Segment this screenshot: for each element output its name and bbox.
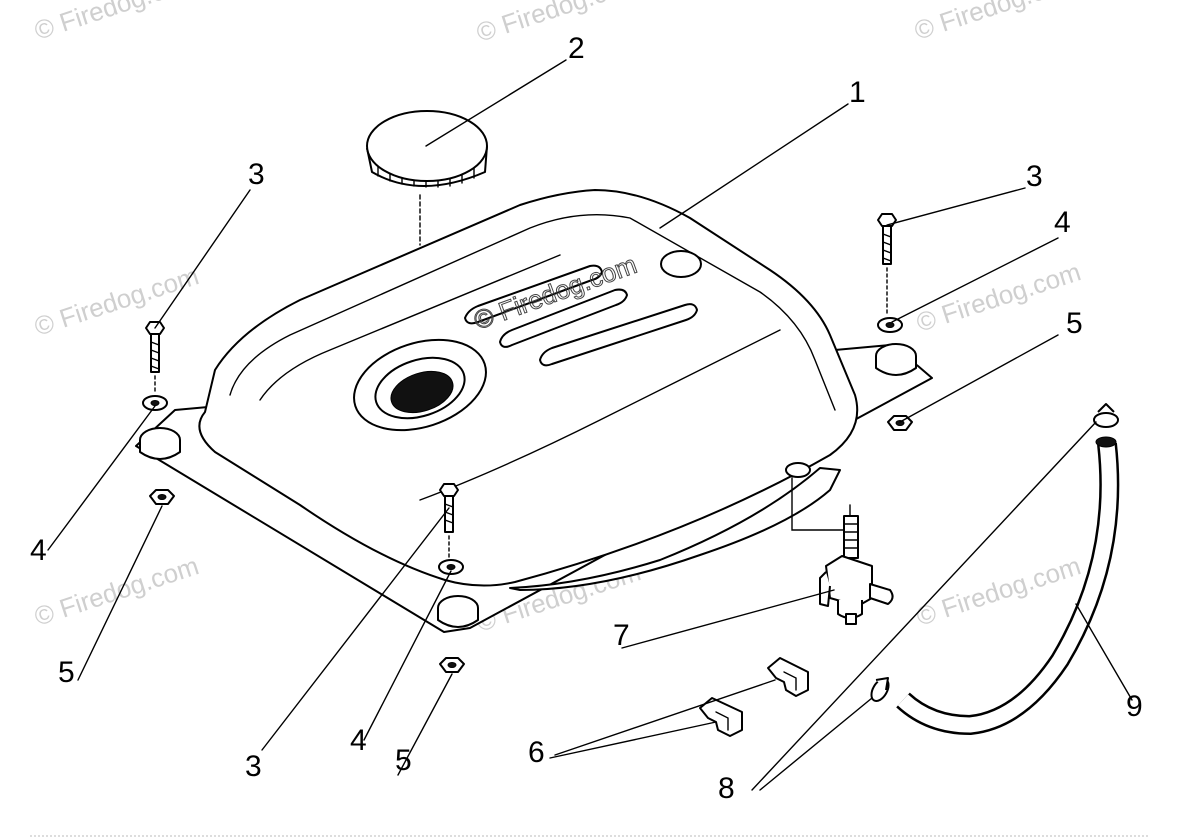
callout-3: 3: [248, 158, 265, 191]
callout-2: 2: [568, 32, 585, 65]
callout-4: 4: [1054, 206, 1071, 239]
nut-icon: [149, 489, 175, 505]
fuel-hose-icon: [896, 436, 1120, 736]
callout-4: 4: [30, 534, 47, 567]
fuel-valve-icon: [791, 477, 894, 625]
callout-4: 4: [350, 724, 367, 757]
clip-icon: [767, 657, 809, 697]
callout-7: 7: [613, 619, 630, 652]
washer-icon: [142, 395, 168, 411]
hose-clamp-icon: [1093, 403, 1119, 428]
callout-6: 6: [528, 736, 545, 769]
callout-1: 1: [849, 76, 866, 109]
watermark: © Firedog.com: [31, 0, 203, 46]
watermark: © Firedog.com: [31, 260, 203, 341]
callout-5: 5: [395, 744, 412, 777]
callout-labels: 1 2 3 3 3 4 4 4 5 5 5 6 7 8 9: [30, 32, 1143, 805]
watermark: © Firedog.com: [31, 550, 203, 631]
bolt-icon: [145, 321, 165, 373]
hose-clamp-icon: [870, 677, 890, 702]
leader-lines: [47, 59, 1133, 791]
watermark: © Firedog.com: [911, 0, 1083, 46]
watermark: © Firedog.com: [473, 0, 645, 48]
callout-8: 8: [718, 772, 735, 805]
fuel-cap-icon: [366, 110, 488, 246]
callout-5: 5: [1066, 307, 1083, 340]
callout-5: 5: [58, 656, 75, 689]
clip-icon: [699, 697, 743, 737]
callout-9: 9: [1126, 690, 1143, 723]
bolt-icon: [877, 213, 897, 265]
washer-icon: [438, 559, 464, 575]
fuel-tank-icon: © Firedog.com: [135, 189, 933, 633]
nut-icon: [439, 657, 465, 673]
callout-3: 3: [1026, 160, 1043, 193]
nut-icon: [887, 415, 913, 431]
washer-icon: [877, 317, 903, 333]
callout-3: 3: [245, 750, 262, 783]
